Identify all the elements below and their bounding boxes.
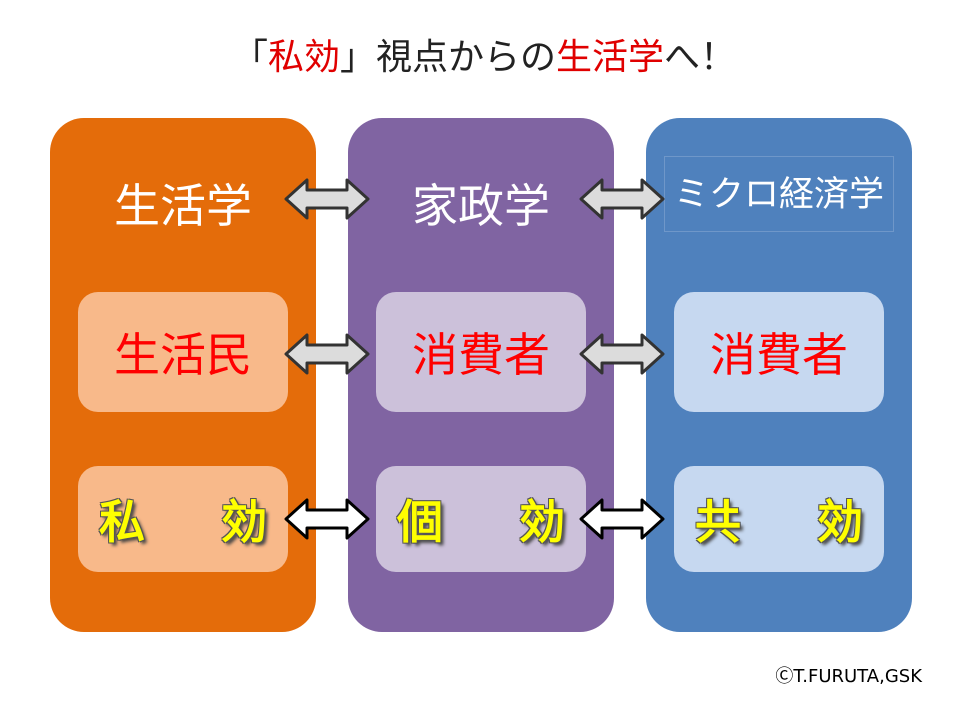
bottom-box: 共 効 — [674, 466, 884, 572]
title-middle: 」視点からの — [339, 37, 556, 78]
column-seikatsugaku: 生活学 生活民 私 効 — [50, 118, 316, 632]
title-suffix: へ！ — [664, 37, 737, 78]
middle-label: 生活民 — [114, 328, 252, 382]
middle-box: 生活民 — [78, 292, 288, 412]
middle-label: 消費者 — [412, 328, 550, 382]
bottom-box: 個 効 — [376, 466, 586, 572]
column-micro-economics: ミクロ経済学 消費者 共 効 — [646, 118, 912, 632]
column-heading: ミクロ経済学 — [664, 156, 894, 232]
title-term-shikou: 私効 — [267, 37, 340, 78]
middle-box: 消費者 — [376, 292, 586, 412]
double-headed-arrow-icon — [284, 178, 370, 220]
double-headed-arrow-icon — [284, 333, 370, 375]
double-headed-arrow-icon — [579, 178, 665, 220]
bottom-char-2: 効 — [817, 495, 863, 549]
column-heading: 生活学 — [114, 179, 252, 233]
middle-label: 消費者 — [710, 328, 848, 382]
double-headed-arrow-icon — [579, 333, 665, 375]
bottom-char-1: 共 — [695, 495, 741, 549]
bottom-char-2: 効 — [221, 495, 267, 549]
bottom-char-1: 私 — [99, 495, 145, 549]
double-headed-arrow-icon — [579, 498, 665, 540]
bottom-box: 私 効 — [78, 466, 288, 572]
title-term-seikatsugaku: 生活学 — [556, 37, 665, 78]
column-kaseigaku: 家政学 消費者 個 効 — [348, 118, 614, 632]
bottom-char-1: 個 — [397, 495, 443, 549]
column-heading: 家政学 — [412, 179, 550, 233]
middle-box: 消費者 — [674, 292, 884, 412]
page-title: 「私効」視点からの生活学へ！ — [0, 28, 968, 80]
bottom-char-2: 効 — [519, 495, 565, 549]
copyright-notice: ⒸT.FURUTA,GSK — [775, 666, 922, 687]
double-headed-arrow-icon — [284, 498, 370, 540]
title-bracket-open: 「 — [231, 37, 268, 78]
